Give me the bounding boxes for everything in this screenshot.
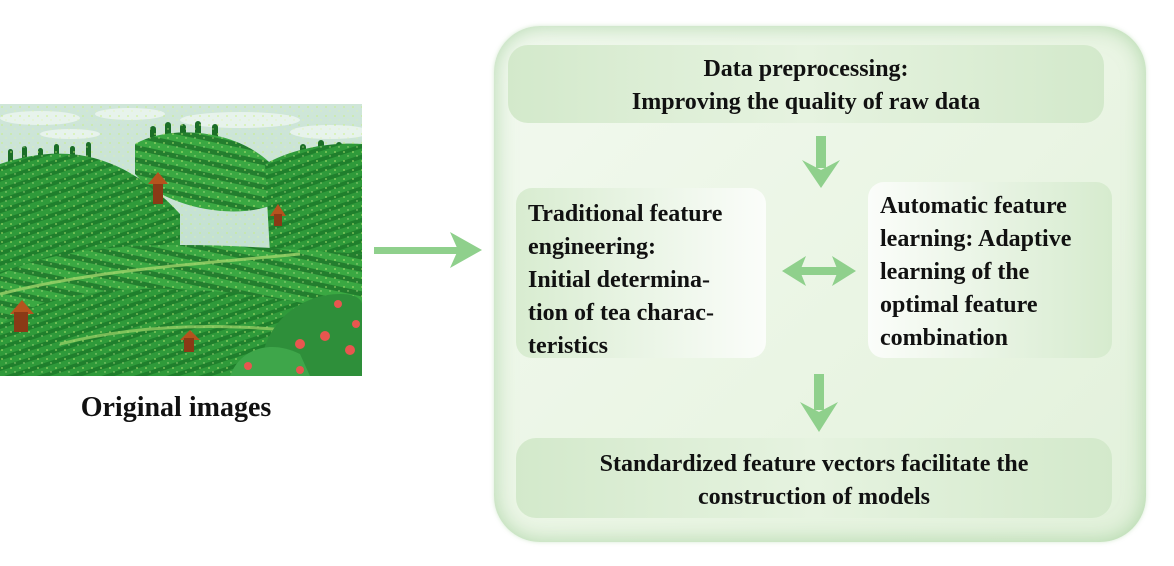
- preprocessing-description: Improving the quality of raw data: [631, 89, 981, 115]
- right-arrow-icon: [374, 232, 482, 268]
- standardized-line-2: construction of models: [698, 484, 930, 510]
- traditional-line: Traditional feature: [528, 201, 723, 227]
- automatic-line: learning: Adaptive: [880, 226, 1072, 252]
- automatic-line: Automatic feature: [880, 193, 1067, 219]
- traditional-feature-engineering-box: Traditional feature engineering: Initial…: [516, 188, 766, 359]
- automatic-line: learning of the: [880, 259, 1030, 285]
- data-preprocessing-box: Data preprocessing: Improving the qualit…: [508, 45, 1104, 123]
- traditional-line: tion of tea charac-: [528, 300, 714, 326]
- automatic-line: combination: [880, 325, 1009, 351]
- automatic-feature-learning-box: Automatic feature learning: Adaptive lea…: [868, 182, 1112, 358]
- automatic-line: optimal feature: [880, 292, 1038, 318]
- down-arrow-icon: [800, 374, 838, 432]
- traditional-line: Initial determina-: [528, 267, 710, 293]
- left-right-arrow-icon: [782, 256, 856, 286]
- standardized-line-1: Standardized feature vectors facilitate …: [599, 451, 1029, 477]
- original-images-caption: Original images: [80, 392, 272, 423]
- tea-plantation-image: [0, 104, 362, 376]
- standardized-feature-vectors-box: Standardized feature vectors facilitate …: [516, 438, 1112, 518]
- down-arrow-icon: [802, 136, 840, 188]
- traditional-line: teristics: [528, 333, 608, 359]
- traditional-line: engineering:: [528, 234, 656, 260]
- preprocessing-title: Data preprocessing:: [703, 56, 909, 82]
